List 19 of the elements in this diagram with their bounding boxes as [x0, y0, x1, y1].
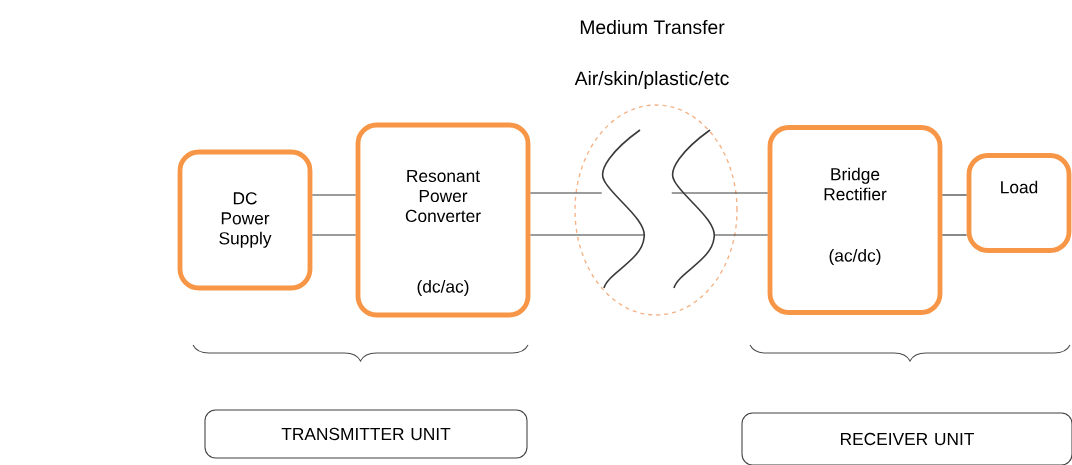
coil-symbol: [601, 129, 645, 289]
unit-box: TRANSMITTER UNIT: [204, 409, 528, 459]
connector-line: [671, 192, 769, 194]
heading-text: Air/skin/plastic/etc: [574, 71, 729, 89]
coil-symbol: [671, 129, 715, 289]
unit-box: RECEIVER UNIT: [741, 412, 1072, 465]
connector-line: [311, 234, 357, 236]
heading-text: Medium Transfer: [580, 19, 725, 35]
connector-line: [311, 194, 357, 196]
process-box: Bridge Rectifier (ac/dc): [767, 125, 943, 315]
connector-line: [529, 234, 645, 236]
process-box: Load: [966, 153, 1072, 253]
medium-ellipse: [574, 104, 738, 316]
process-box: Resonant Power Converter (dc/ac): [355, 122, 531, 318]
connector-line: [529, 192, 603, 194]
connector-line: [941, 194, 968, 196]
process-box: DC Power Supply: [177, 149, 313, 291]
connector-line: [713, 234, 769, 236]
connector-line: [941, 234, 968, 236]
